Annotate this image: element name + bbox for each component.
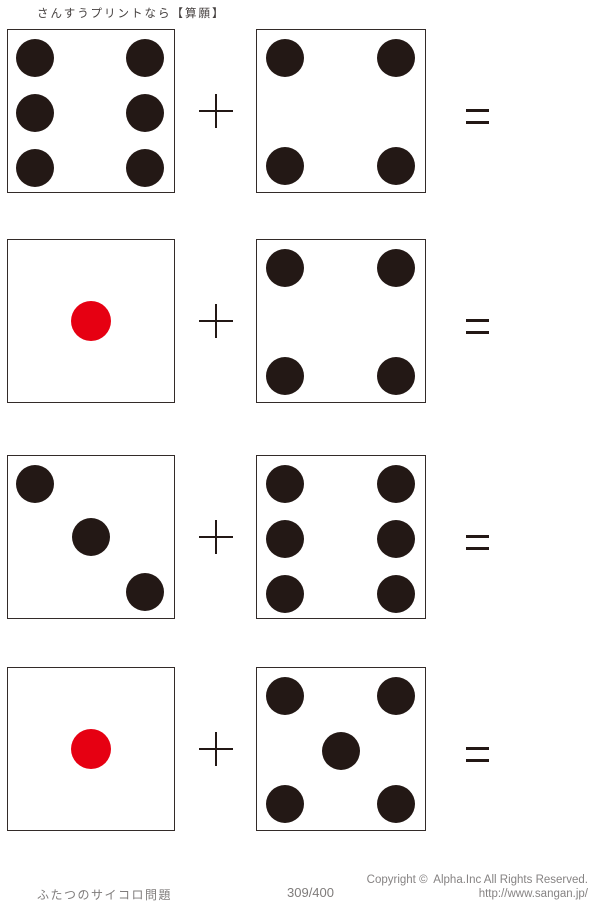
die-pip (376, 357, 415, 396)
die-pip (265, 574, 304, 613)
die-pip (16, 38, 55, 77)
plus-operator-icon (199, 304, 233, 338)
die-left (7, 667, 175, 831)
die-right (256, 29, 426, 193)
page-number: 309/400 (287, 885, 334, 900)
die-pip (125, 573, 164, 612)
die-pip (376, 38, 415, 77)
website-url: http://www.sangan.jp/ (478, 888, 588, 900)
equals-top-bar (466, 109, 489, 112)
equals-operator-icon (466, 109, 489, 124)
die-pip (16, 148, 55, 187)
equals-top-bar (466, 319, 489, 322)
die-right (256, 455, 426, 619)
plus-operator-icon (199, 520, 233, 554)
equals-top-bar (466, 535, 489, 538)
die-pip (71, 729, 111, 769)
die-right (256, 239, 426, 403)
die-pip (376, 676, 415, 715)
die-pip (265, 676, 304, 715)
die-left (7, 29, 175, 193)
die-pip (16, 464, 55, 503)
die-pip (265, 785, 304, 824)
die-pip (16, 93, 55, 132)
die-pip (376, 519, 415, 558)
plus-horizontal-bar (199, 109, 233, 113)
die-pip (125, 38, 164, 77)
die-pip (322, 731, 360, 770)
plus-operator-icon (199, 94, 233, 128)
die-pip (71, 301, 111, 341)
die-pip (376, 574, 415, 613)
die-right (256, 667, 426, 831)
die-pip (265, 519, 304, 558)
equals-bottom-bar (466, 331, 489, 334)
equals-operator-icon (466, 747, 489, 762)
page-title: さんすうプリントなら【算願】 (37, 8, 226, 20)
equals-bottom-bar (466, 547, 489, 550)
copyright-text: Copyright © Alpha.Inc All Rights Reserve… (366, 874, 588, 886)
plus-operator-icon (199, 732, 233, 766)
problem-row (0, 455, 600, 619)
plus-horizontal-bar (199, 535, 233, 539)
die-pip (265, 248, 304, 287)
equals-bottom-bar (466, 759, 489, 762)
die-pip (125, 148, 164, 187)
equals-operator-icon (466, 319, 489, 334)
equals-bottom-bar (466, 121, 489, 124)
equals-top-bar (466, 747, 489, 750)
problem-row (0, 239, 600, 403)
die-left (7, 455, 175, 619)
die-pip (376, 464, 415, 503)
die-pip (125, 93, 164, 132)
die-pip (265, 38, 304, 77)
die-pip (265, 464, 304, 503)
die-pip (72, 518, 110, 556)
die-pip (265, 147, 304, 186)
plus-horizontal-bar (199, 319, 233, 323)
die-pip (376, 248, 415, 287)
plus-horizontal-bar (199, 747, 233, 751)
die-left (7, 239, 175, 403)
problem-row (0, 29, 600, 193)
problem-row (0, 667, 600, 831)
die-pip (265, 357, 304, 396)
die-pip (376, 147, 415, 186)
die-pip (376, 785, 415, 824)
worksheet-category-label: ふたつのサイコロ問題 (37, 888, 173, 902)
equals-operator-icon (466, 535, 489, 550)
